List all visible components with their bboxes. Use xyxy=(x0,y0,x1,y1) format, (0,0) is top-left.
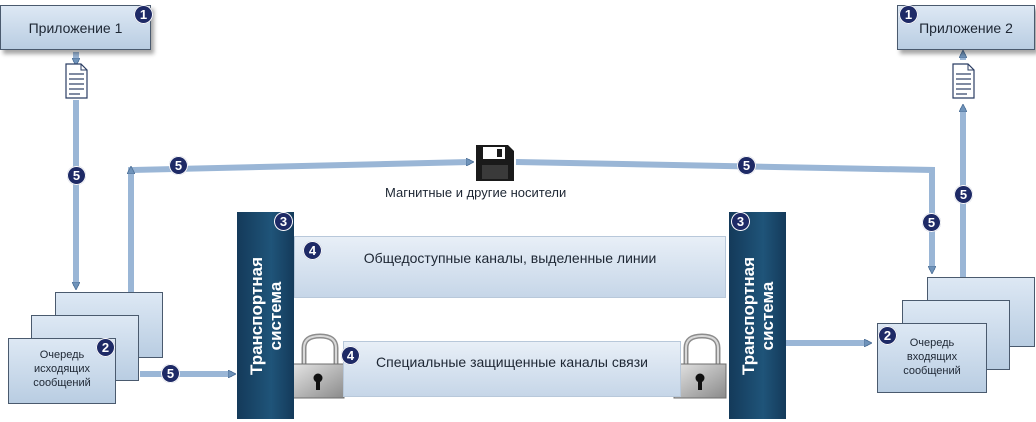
secure-channel-bar: Специальные защищенные каналы связи xyxy=(343,341,681,397)
application-2-label: Приложение 2 xyxy=(919,19,1013,36)
incoming-queue-line-2: входящих xyxy=(906,351,958,363)
transport-system-left: Транспортная система xyxy=(237,212,294,419)
badge-flow-top-right: 5 xyxy=(737,156,756,175)
badge-public-channel: 4 xyxy=(303,241,322,260)
badge-application-2: 1 xyxy=(899,5,918,24)
public-channel-label: Общедоступные каналы, выделенные линии xyxy=(363,250,657,266)
application-2-box: Приложение 2 xyxy=(897,5,1035,50)
transport-right-line-2: система xyxy=(757,281,777,350)
incoming-queue-line-3: сообщений xyxy=(903,365,961,377)
secure-channel-label: Специальные защищенные каналы связи xyxy=(376,354,648,370)
transport-right-line-1: Транспортная xyxy=(738,256,758,375)
badge-transport-right: 3 xyxy=(731,212,750,231)
document-icon xyxy=(952,63,975,99)
application-1-box: Приложение 1 xyxy=(0,5,151,50)
media-label: Магнитные и другие носители xyxy=(385,185,567,200)
outgoing-queue-line-3: сообщений xyxy=(33,377,91,389)
padlock-icon xyxy=(673,333,727,399)
transport-left-line-1: Транспортная xyxy=(246,256,266,375)
badge-flow-right-up: 5 xyxy=(954,185,973,204)
transport-left-line-2: система xyxy=(265,281,285,350)
arrow-media-to-incoming xyxy=(515,159,932,270)
badge-outgoing-queue: 2 xyxy=(96,338,115,357)
floppy-disk-icon xyxy=(476,145,514,181)
badge-flow-queue-transport: 5 xyxy=(161,364,180,383)
badge-secure-channel: 4 xyxy=(341,346,360,365)
outgoing-queue-line-2: исходящих xyxy=(34,363,90,375)
padlock-icon xyxy=(291,333,345,399)
badge-flow-left-vertical: 5 xyxy=(67,166,86,185)
incoming-queue-line-1: Очередь xyxy=(909,337,955,349)
transport-system-right: Транспортная система xyxy=(729,212,786,419)
badge-application-1: 1 xyxy=(134,5,153,24)
badge-flow-top-left: 5 xyxy=(169,156,188,175)
public-channel-bar: Общедоступные каналы, выделенные линии xyxy=(294,236,726,298)
badge-flow-right-down: 5 xyxy=(922,213,941,232)
badge-transport-left: 3 xyxy=(274,212,293,231)
application-1-label: Приложение 1 xyxy=(28,19,123,36)
document-icon xyxy=(65,63,88,99)
badge-incoming-queue: 2 xyxy=(878,326,897,345)
outgoing-queue-line-1: Очередь xyxy=(39,349,85,361)
